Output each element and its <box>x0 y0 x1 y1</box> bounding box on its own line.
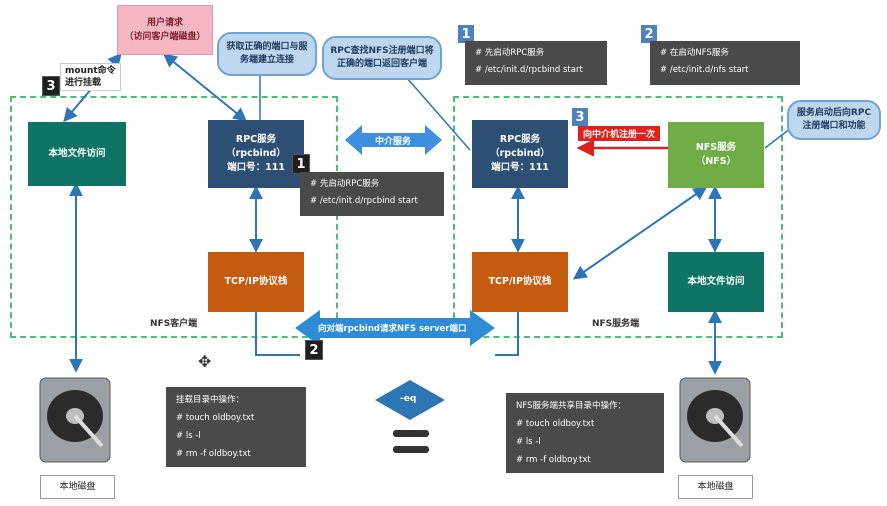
broker-arrow <box>345 125 442 155</box>
badge-client-step1: 1 <box>292 154 310 174</box>
server-zone <box>453 96 783 338</box>
callout-rpc-query: RPC查找NFS注册端口将正确的端口返回客户端 <box>322 36 442 80</box>
server-disk-label: 本地磁盘 <box>678 475 753 499</box>
terminal-client-ops-cmd1: # touch oldboy.txt <box>176 413 255 423</box>
terminal-client-ops-title: 挂载目录中操作： <box>176 395 245 405</box>
client-tcpip-label: TCP/IP协议栈 <box>224 276 288 287</box>
server-rpc-service: RPC服务 （rpcbind） 端口号：111 <box>472 120 568 188</box>
mount-note-line2: 进行挂载 <box>65 78 102 88</box>
callout-get-port: 获取正确的端口与服务端建立连接 <box>217 32 317 76</box>
cursor-icon: ✥ <box>198 352 212 371</box>
terminal-client-rpc-line2: # /etc/init.d/rpcbind start <box>310 196 418 206</box>
terminal-server-nfs-line2: # /etc/init.d/nfs start <box>660 65 749 75</box>
server-disk-icon <box>679 377 751 463</box>
badge-server-step3: 3 <box>572 108 588 126</box>
client-local-file-access-label: 本地文件访问 <box>48 148 106 159</box>
terminal-server-rpc: # 先启动RPC服务 # /etc/init.d/rpcbind start <box>465 41 607 85</box>
big-arrow-line2: NFS服务端答复端口信息 <box>345 342 441 352</box>
client-rpc-line1: RPC服务 <box>235 134 277 145</box>
server-nfs-service: NFS服务 （NFS） <box>668 122 764 188</box>
user-request-line1: 用户请求 <box>146 18 183 28</box>
server-tcpip-stack: TCP/IP协议栈 <box>472 252 568 312</box>
terminal-server-ops-cmd2: # ls -l <box>516 437 541 447</box>
server-local-file-access: 本地文件访问 <box>668 252 764 312</box>
terminal-server-nfs-line1: # 在启动NFS服务 <box>660 48 729 58</box>
arrow-nfs-to-tcp <box>572 186 708 280</box>
terminal-client-ops: 挂载目录中操作： # touch oldboy.txt # ls -l # rm… <box>166 387 306 467</box>
terminal-server-ops-cmd1: # touch oldboy.txt <box>516 419 595 429</box>
terminal-client-rpc-line1: # 先启动RPC服务 <box>310 179 380 189</box>
server-local-file-access-label: 本地文件访问 <box>687 276 745 287</box>
client-disk-icon <box>39 377 111 463</box>
eq-label: -eq <box>400 394 417 404</box>
callout-register: 服务启动后向RPC注册端口和功能 <box>787 100 881 140</box>
terminal-server-rpc-line1: # 先启动RPC服务 <box>475 48 545 58</box>
terminal-server-ops-title: NFS服务端共享目录中操作： <box>516 401 626 411</box>
badge-mount: 3 <box>42 76 60 96</box>
equals-bar-top <box>393 430 429 437</box>
equals-bar-bottom <box>393 446 429 453</box>
terminal-client-rpc: # 先启动RPC服务 # /etc/init.d/rpcbind start <box>300 172 444 216</box>
arrow-user-to-rpc <box>162 53 248 122</box>
client-tcpip-stack: TCP/IP协议栈 <box>208 252 304 312</box>
server-rpc-line3: 端口号：111 <box>491 162 549 173</box>
eq-diamond <box>375 380 445 420</box>
terminal-client-ops-cmd3: # rm -f oldboy.txt <box>176 449 251 459</box>
badge-server-step1: 1 <box>458 25 474 43</box>
client-rpc-service: RPC服务 （rpcbind） 端口号：111 <box>208 120 304 188</box>
register-tag: 向中介机注册一次 <box>578 126 661 141</box>
server-rpc-line1: RPC服务 <box>499 134 541 145</box>
user-request-line2: （访问客户端磁盘） <box>124 32 206 42</box>
client-rpc-line2: （rpcbind） <box>226 148 286 159</box>
client-zone-label: NFS客户端 <box>150 319 198 329</box>
big-bottom-arrow <box>295 310 495 346</box>
badge-step2: 2 <box>305 340 323 360</box>
terminal-client-ops-cmd2: # ls -l <box>176 431 201 441</box>
client-rpc-line3: 端口号：111 <box>227 162 285 173</box>
terminal-server-nfs: # 在启动NFS服务 # /etc/init.d/nfs start <box>650 41 800 85</box>
terminal-server-ops: NFS服务端共享目录中操作： # touch oldboy.txt # ls -… <box>506 393 664 473</box>
client-disk-label: 本地磁盘 <box>40 475 115 499</box>
client-local-file-access: 本地文件访问 <box>28 122 126 186</box>
broker-label: 中介服务 <box>375 137 412 147</box>
server-zone-label: NFS服务端 <box>592 319 640 329</box>
server-tcpip-label: TCP/IP协议栈 <box>488 276 552 287</box>
server-nfs-line1: NFS服务 <box>695 142 737 153</box>
terminal-server-rpc-line2: # /etc/init.d/rpcbind start <box>475 65 583 75</box>
big-arrow-line1: 向对端rpcbind请求NFS server端口 <box>318 324 467 334</box>
badge-server-step2: 2 <box>641 25 657 43</box>
server-rpc-line2: （rpcbind） <box>490 148 550 159</box>
user-request-box: 用户请求 （访问客户端磁盘） <box>117 5 213 55</box>
terminal-server-ops-cmd3: # rm -f oldboy.txt <box>516 455 591 465</box>
server-nfs-line2: （NFS） <box>695 156 737 167</box>
mount-note: mount命令 进行挂载 <box>60 63 121 91</box>
arrow-tcp-loop <box>255 312 300 356</box>
mount-note-line1: mount命令 <box>65 66 116 76</box>
